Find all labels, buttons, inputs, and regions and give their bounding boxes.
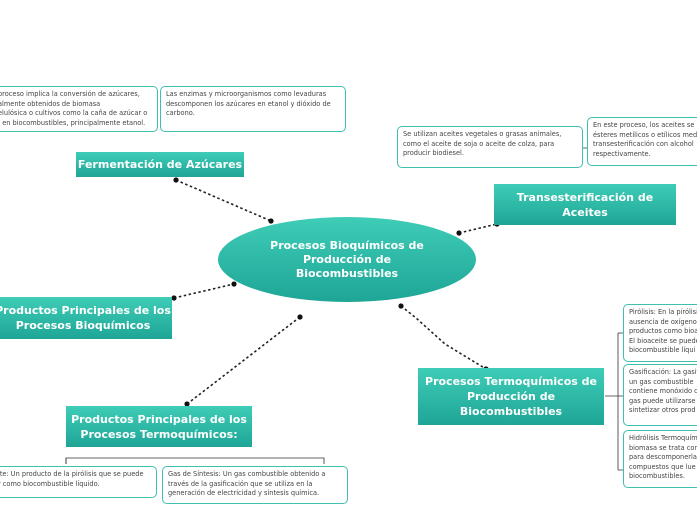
note-line: Pirólisis: En la pirólisi (629, 308, 697, 316)
note-line: r como biocombustible líquido. (0, 479, 100, 488)
note-line: Se utilizan aceites vegetales o grasas a… (403, 130, 562, 138)
note-product-syngas: Gas de Síntesis: Un gas combustible obte… (162, 466, 348, 504)
topic-label: Transesterificación de (516, 190, 654, 204)
note-line: ésteres metílicos o etílicos med (593, 130, 697, 139)
note-line: través de la gasificación que se utiliza… (168, 479, 313, 488)
note-thermochemical-hydrolysis: Hidrólisis Termoquím biomasa se trata co… (623, 430, 697, 488)
note-line: producir biodiesel. (403, 149, 464, 158)
topic-thermochemical-processes[interactable]: Procesos Termoquímicos de Producción de … (418, 368, 604, 425)
note-product-bio-oil: ite: Un producto de la pirólisis que se … (0, 466, 157, 498)
note-line: para descomponerla (629, 453, 697, 462)
note-line: ite: Un producto de la pirólisis que se … (0, 470, 144, 478)
note-line: En este proceso, los aceites se (593, 121, 695, 129)
topic-label: Producción de (466, 390, 556, 403)
center-label-line: Producción de (302, 252, 392, 266)
topic-transesterification[interactable]: Transesterificación de Aceites (494, 184, 676, 225)
note-line: un gas combustible (629, 377, 694, 386)
topic-biochemical-products[interactable]: Productos Principales de los Procesos Bi… (0, 297, 172, 339)
topic-label: Biocombustibles (459, 405, 563, 418)
center-label-line: Procesos Bioquímicos de (270, 238, 424, 252)
topic-fermentation[interactable]: Fermentación de Azúcares (76, 152, 244, 177)
note-line: descomponen los azúcares en etanol y dió… (166, 99, 331, 108)
note-fermentation-2: Las enzimas y microorganismos como levad… (160, 86, 346, 132)
note-transesterification-1: Se utilizan aceites vegetales o grasas a… (397, 126, 583, 168)
note-line: compuestos que lue (629, 462, 696, 471)
note-line: gas puede utilizarse (629, 396, 696, 405)
note-line: como el aceite de soja o aceite de colza… (403, 139, 555, 148)
note-line: , en biocombustibles, principalmente eta… (0, 118, 146, 127)
note-line: proceso implica la conversión de azúcare… (0, 90, 140, 98)
topic-label: Productos Principales de los (0, 304, 171, 317)
note-thermochemical-gasification: Gasificación: La gasif un gas combustibl… (623, 364, 697, 426)
note-line: Las enzimas y microorganismos como levad… (166, 90, 327, 98)
note-line: Hidrólisis Termoquím (629, 434, 697, 442)
note-line: contiene monóxido c (629, 387, 697, 396)
note-fermentation-1: proceso implica la conversión de azúcare… (0, 86, 158, 132)
topic-label: Aceites (562, 205, 608, 219)
note-line: Gas de Síntesis: Un gas combustible obte… (168, 470, 326, 478)
note-line: biomasa se trata con (629, 443, 697, 452)
topic-thermochemical-products[interactable]: Productos Principales de los Procesos Te… (66, 406, 252, 447)
note-line: almente obtenidos de biomasa (0, 99, 101, 108)
note-line: biocombustible líqui (629, 346, 696, 355)
note-line: ausencia de oxígeno (629, 317, 697, 326)
note-line: Gasificación: La gasif (629, 368, 697, 376)
note-line: El bioaceite se puede (629, 336, 697, 345)
note-line: biocombustibles. (629, 472, 685, 481)
note-line: carbono. (166, 109, 195, 118)
note-line: generación de electricidad y síntesis qu… (168, 489, 320, 498)
topic-label: Procesos Bioquímicos (15, 319, 151, 332)
note-line: transesterificación con alcohol (593, 140, 694, 149)
note-line: productos como bioa (629, 327, 697, 336)
central-topic[interactable]: Procesos Bioquímicos de Producción de Bi… (218, 217, 476, 302)
topic-label: Productos Principales de los (71, 412, 247, 426)
note-line: elulósica o cultivos como la caña de azú… (0, 109, 148, 118)
note-line: sintetizar otros prod (629, 406, 696, 415)
topic-label: Procesos Termoquímicos: (80, 427, 238, 441)
note-thermochemical-pyrolysis: Pirólisis: En la pirólisi ausencia de ox… (623, 304, 697, 362)
note-transesterification-2: En este proceso, los aceites se ésteres … (587, 117, 697, 166)
center-label-line: Biocombustibles (295, 266, 399, 280)
note-line: respectivamente. (593, 149, 651, 158)
topic-label: Procesos Termoquímicos de (425, 375, 597, 388)
topic-label: Fermentación de Azúcares (77, 158, 243, 171)
